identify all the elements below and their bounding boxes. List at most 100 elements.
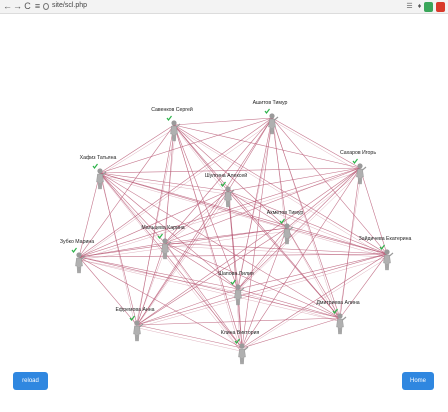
person-figure-icon[interactable]	[264, 108, 279, 135]
graph-edge	[99, 172, 166, 244]
graph-edge	[78, 253, 388, 258]
browser-toolbar: ← → C ≡ site/scl.php ☰ ♦	[0, 0, 448, 14]
person-node[interactable]: Клина Виктория	[221, 330, 260, 365]
person-figure-icon[interactable]	[71, 247, 86, 274]
graph-edge	[164, 242, 243, 349]
graph-edge	[175, 127, 241, 352]
graph-edge	[237, 117, 273, 290]
person-figure-icon[interactable]	[230, 279, 245, 306]
person-name: Сахаров Игорь	[340, 150, 376, 156]
reload-icon[interactable]: C	[24, 1, 31, 11]
check-icon	[379, 244, 385, 250]
person-figure-icon[interactable]	[279, 218, 294, 245]
graph-edge	[77, 170, 362, 261]
graph-edge	[339, 253, 388, 319]
person-name: Ахметов Тимур	[267, 210, 304, 216]
person-figure-icon[interactable]	[92, 163, 107, 190]
graph-edge	[78, 227, 288, 258]
graph-edge	[136, 324, 243, 349]
graph-edge	[164, 124, 175, 244]
graph-edge	[241, 317, 341, 349]
graph-edge	[241, 253, 388, 349]
person-figure-icon[interactable]	[332, 308, 347, 335]
graph-edge	[241, 167, 361, 349]
graph-edge	[136, 190, 229, 326]
graph-edge	[164, 167, 361, 244]
graph-edge	[173, 124, 388, 255]
person-figure-icon[interactable]	[220, 181, 235, 208]
graph-edge	[164, 242, 388, 255]
forward-icon[interactable]: →	[13, 1, 22, 11]
person-node[interactable]: Ефремова Анна	[115, 307, 155, 342]
graph-edge	[236, 170, 362, 293]
graph-edge	[173, 124, 341, 319]
person-figure-icon[interactable]	[166, 115, 181, 142]
graph-edge	[285, 170, 362, 232]
graph-edge	[229, 193, 386, 258]
person-name: Ефремова Анна	[115, 307, 154, 313]
graph-edge	[271, 117, 388, 255]
person-node[interactable]: Савенков Сергей	[151, 106, 193, 142]
graph-edge	[136, 288, 239, 326]
profile-icon[interactable]	[436, 2, 445, 12]
site-info-icon[interactable]	[43, 3, 49, 10]
graph-edge	[286, 167, 361, 229]
person-figure-icon[interactable]	[157, 233, 172, 260]
graph-edge	[77, 230, 289, 261]
check-icon	[264, 108, 270, 114]
extension-icon[interactable]	[424, 2, 433, 12]
person-node[interactable]: Шапова Лилия	[218, 271, 254, 306]
graph-edge	[286, 227, 388, 255]
graph-edge	[237, 288, 341, 319]
shield-icon[interactable]: ♦	[417, 3, 422, 10]
graph-edge	[138, 327, 241, 352]
graph-edge	[78, 256, 341, 319]
graph-edge	[229, 193, 241, 352]
person-node[interactable]: Хафиз Татьяна	[80, 155, 117, 190]
graph-edge	[273, 120, 339, 322]
graph-edge	[101, 175, 386, 258]
graph-edge	[78, 172, 101, 258]
graph-edge	[136, 167, 361, 326]
person-name: Шулгина Алексей	[205, 172, 247, 179]
person-name: Шапова Лилия	[218, 271, 254, 277]
person-node[interactable]: Ахметов Тимур	[267, 210, 304, 245]
graph-edge	[273, 120, 286, 232]
person-node[interactable]: Сахаров Игорь	[340, 150, 376, 185]
address-bar[interactable]: site/scl.php	[52, 2, 88, 9]
graph-edge	[175, 127, 386, 258]
graph-edge	[164, 190, 229, 244]
graph-edge	[173, 124, 288, 229]
home-button[interactable]: Home	[402, 372, 434, 390]
graph-edge	[173, 124, 361, 169]
graph-edge	[135, 256, 389, 329]
menu-icon[interactable]: ≡	[34, 1, 41, 11]
graph-edge	[99, 124, 175, 174]
graph-edge	[227, 117, 273, 192]
graph-edge	[78, 256, 239, 290]
reader-icon[interactable]: ☰	[406, 3, 413, 10]
person-node[interactable]: Шулгина Алексей	[205, 172, 247, 208]
graph-edge	[241, 227, 288, 349]
person-name: Клина Виктория	[221, 330, 260, 336]
graph-edge	[271, 117, 361, 169]
graph-edge	[175, 127, 227, 195]
person-figure-icon[interactable]	[234, 338, 249, 365]
graph-edge	[78, 256, 243, 349]
graph-edge	[236, 230, 289, 293]
reload-button[interactable]: reload	[13, 372, 48, 390]
person-node[interactable]: Мальцева Карина	[141, 225, 185, 260]
person-node[interactable]: Ашитов Тимур	[253, 100, 288, 135]
person-figure-icon[interactable]	[379, 244, 394, 271]
person-node[interactable]: Зубко Марина	[60, 239, 94, 274]
person-node[interactable]: Дмитриева Алина	[316, 300, 360, 335]
graph-edge	[80, 259, 339, 322]
check-icon	[234, 338, 240, 344]
person-node[interactable]: Зайдичева Екатерина	[359, 235, 412, 271]
graph-edge	[166, 245, 241, 352]
person-figure-icon[interactable]	[352, 158, 367, 185]
person-figure-icon[interactable]	[129, 315, 144, 342]
graph-edge	[227, 167, 361, 192]
back-icon[interactable]: ←	[3, 1, 12, 11]
person-name: Ашитов Тимур	[253, 100, 288, 106]
